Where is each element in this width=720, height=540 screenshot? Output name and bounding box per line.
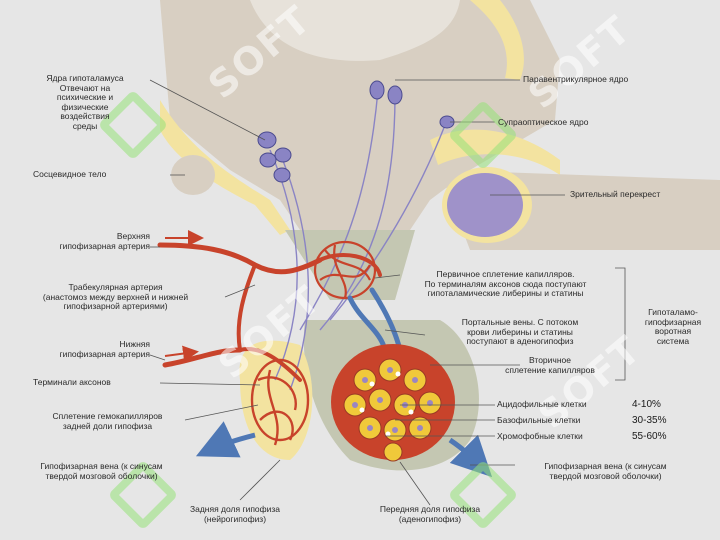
arteries — [157, 242, 382, 382]
neurons — [257, 80, 455, 183]
posterior-plexus — [250, 358, 310, 446]
vein-right — [448, 434, 493, 478]
anterior-lobe-cells — [331, 344, 455, 462]
optic-chiasm-label: Зрительный перекрест — [570, 189, 661, 199]
portal-system-label: Гипоталамо- гипофизарная воротная систем… — [644, 307, 702, 346]
basophil-label: Базофильные клетки — [497, 415, 581, 425]
yellow-layer-right — [430, 129, 560, 175]
vein-right-label: Гипофизарная вена (к синусам твердой моз… — [544, 461, 667, 481]
basophil-percent: 30-35% — [632, 415, 667, 426]
hypothalamus-nuclei-label: Ядра гипоталамуса Отвечают на психически… — [46, 73, 124, 131]
inferior-artery-arrow — [164, 345, 199, 362]
axon-terminals-label: Терминали аксонов — [33, 377, 111, 387]
primary-plexus-label: Первичное сплетение капилляров. По терми… — [424, 269, 587, 298]
trabecular-artery-label: Трабекулярная артерия (анастомоз между в… — [42, 282, 189, 311]
anterior-lobe-label: Передняя доля гипофиза (аденогипофиз) — [379, 504, 481, 524]
superior-artery-label: Верхняя гипофизарная артерия — [59, 231, 150, 251]
leader-lines — [149, 79, 626, 506]
primary-plexus — [313, 240, 377, 300]
posterior-lobe-shape — [239, 340, 313, 460]
yellow-layer-left — [160, 100, 290, 235]
chromophobe-percent: 55-60% — [632, 431, 667, 442]
acidophil-label: Ацидофильные клетки — [497, 399, 587, 409]
inferior-artery-label: Нижняя гипофизарная артерия — [59, 339, 150, 359]
third-ventricle — [250, 0, 460, 61]
optic-chiasm-inner — [447, 173, 523, 237]
paraventricular-label: Паравентрикулярное ядро — [523, 74, 629, 84]
acidophil-percent: 4-10% — [632, 399, 661, 410]
mammillary-label: Сосцевидное тело — [33, 169, 107, 179]
secondary-plexus-label: Вторичное сплетение капилляров — [505, 355, 595, 375]
supraoptic-label: Супраоптическое ядро — [498, 117, 589, 127]
posterior-lobe-label: Задняя доля гипофиза (нейрогипофиз) — [189, 504, 281, 524]
mammillary-body — [171, 155, 215, 195]
portal-veins-label: Портальные вены. С потоком крови либерин… — [461, 317, 579, 346]
chromophobe-label: Хромофобные клетки — [497, 431, 583, 441]
yellow-top-right — [470, 0, 524, 80]
vein-left-label: Гипофизарная вена (к синусам твердой моз… — [40, 461, 163, 481]
vein-left — [195, 421, 256, 458]
posterior-plexus-label: Сплетение гемокапилляров задней доли гип… — [52, 411, 163, 431]
